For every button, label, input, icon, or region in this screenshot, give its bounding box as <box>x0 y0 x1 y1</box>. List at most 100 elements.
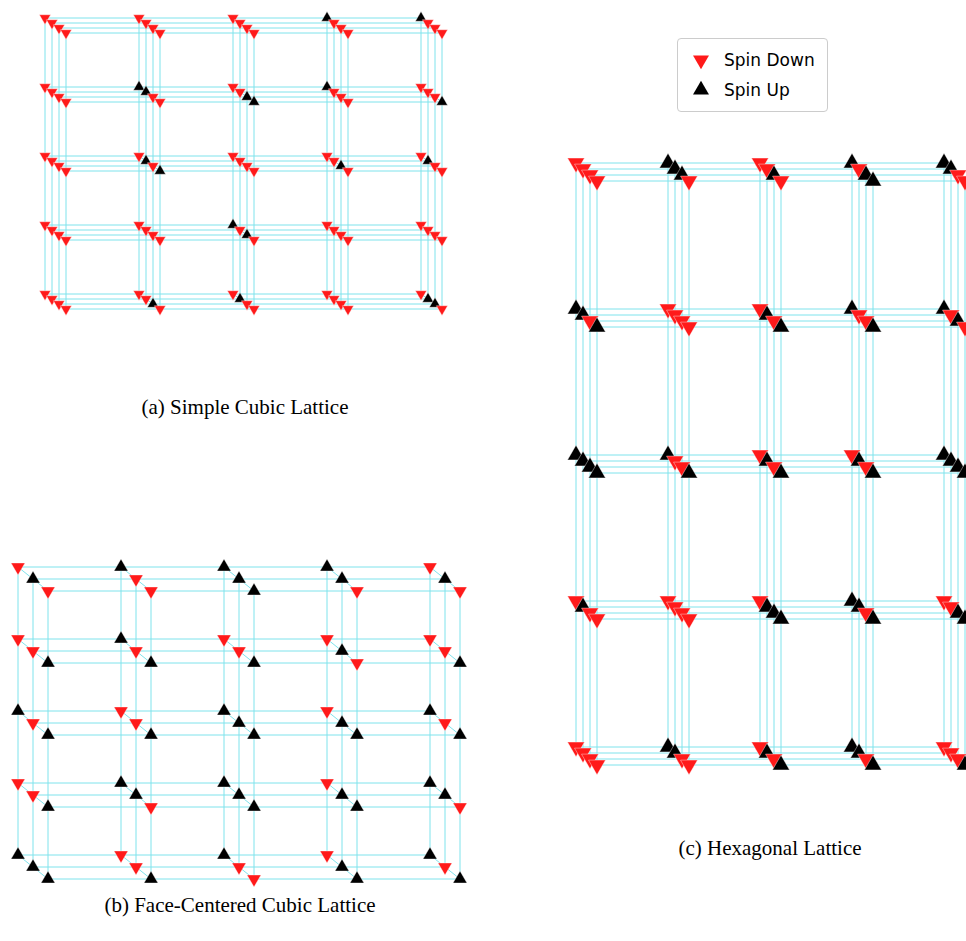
spin-down-marker <box>436 306 447 316</box>
spin-down-marker <box>154 306 165 316</box>
spin-up-marker <box>144 655 158 667</box>
subfigure-caption: (a) Simple Cubic Lattice <box>141 395 348 420</box>
lattice-bond <box>327 783 357 807</box>
spin-up-marker <box>114 631 128 643</box>
spin-up-marker <box>957 609 966 624</box>
spin-up-marker <box>865 755 882 770</box>
spin-down-marker <box>436 30 447 40</box>
spin-down-marker <box>247 875 261 887</box>
spin-up-marker <box>773 609 790 624</box>
spin-down-marker <box>350 587 364 599</box>
spin-down-marker <box>438 719 452 731</box>
spin-down-marker <box>773 176 790 191</box>
spin-up-marker <box>232 715 246 727</box>
spin-up-marker <box>11 703 25 715</box>
spin-down-marker <box>232 863 246 875</box>
spin-up-marker <box>335 643 349 655</box>
spin-down-marker <box>11 563 25 575</box>
spin-up-marker <box>865 463 882 478</box>
spin-down-marker <box>320 779 334 791</box>
spin-up-marker <box>26 571 40 583</box>
spin-down-marker <box>129 863 143 875</box>
spin-up-marker <box>335 571 349 583</box>
spin-down-marker <box>114 707 128 719</box>
spin-up-marker <box>217 847 231 859</box>
spin-down-marker <box>60 306 71 316</box>
spin-down-marker <box>681 760 698 775</box>
spin-up-marker <box>232 787 246 799</box>
spin-up-marker <box>422 292 433 302</box>
spin-up-marker <box>350 799 364 811</box>
spin-down-marker <box>681 322 698 337</box>
lattice-bond <box>121 855 151 879</box>
lattice-bond <box>18 783 48 807</box>
spin-up-marker <box>773 463 790 478</box>
spin-down-marker <box>144 587 158 599</box>
spin-down-marker <box>11 635 25 647</box>
spin-down-marker <box>232 647 246 659</box>
spin-down-marker <box>589 176 606 191</box>
spin-up-marker <box>144 727 158 739</box>
spin-up-marker <box>241 90 252 100</box>
spin-up-marker <box>453 871 467 883</box>
spin-down-marker <box>438 647 452 659</box>
spin-up-marker <box>232 571 246 583</box>
legend-entry: Spin Down <box>686 45 815 75</box>
spin-up-marker <box>589 317 606 332</box>
spin-down-marker <box>248 30 259 40</box>
spin-down-marker <box>26 719 40 731</box>
lattice-bond <box>327 711 357 735</box>
spin-down-marker <box>320 851 334 863</box>
spin-up-marker <box>438 787 452 799</box>
spin-down-marker <box>589 614 606 629</box>
spin-down-marker <box>320 635 334 647</box>
spin-down-marker <box>438 863 452 875</box>
subfigure-caption: (c) Hexagonal Lattice <box>678 836 861 861</box>
spin-up-marker <box>247 727 261 739</box>
spin-up-marker <box>423 703 437 715</box>
spin-down-marker <box>436 168 447 178</box>
spin-up-marker <box>865 171 882 186</box>
spin-up-marker <box>144 871 158 883</box>
spin-up-marker <box>247 799 261 811</box>
spin-down-marker <box>453 803 467 815</box>
spin-up-marker <box>41 871 55 883</box>
lattice-bond <box>121 711 151 735</box>
spin-down-marker <box>350 659 364 671</box>
spin-up-marker <box>681 463 698 478</box>
lattice-bond <box>224 639 254 663</box>
spin-down-marker <box>342 237 353 247</box>
spin-up-marker <box>41 727 55 739</box>
spin-up-marker <box>350 727 364 739</box>
spin-down-marker <box>129 719 143 731</box>
spin-up-marker <box>335 859 349 871</box>
legend-swatch <box>686 79 716 101</box>
spin-up-marker <box>423 847 437 859</box>
spin-up-marker <box>320 559 334 571</box>
spin-up-marker <box>865 317 882 332</box>
legend-label: Spin Down <box>724 50 815 70</box>
legend-marker <box>693 81 709 95</box>
spin-down-marker <box>248 168 259 178</box>
legend-box: Spin DownSpin Up <box>677 38 828 112</box>
spin-up-marker <box>154 164 165 174</box>
spin-up-marker <box>11 847 25 859</box>
fcc-lattice <box>11 559 467 887</box>
lattice-bond <box>18 639 48 663</box>
legend-swatch <box>686 49 716 71</box>
spin-down-marker <box>26 791 40 803</box>
spin-up-marker <box>335 715 349 727</box>
spin-up-marker <box>247 655 261 667</box>
spin-down-marker <box>423 635 437 647</box>
spin-down-marker <box>114 851 128 863</box>
spin-down-marker <box>129 647 143 659</box>
spin-down-marker <box>342 99 353 109</box>
spin-up-marker <box>453 655 467 667</box>
spin-down-marker <box>681 176 698 191</box>
spin-down-marker <box>342 168 353 178</box>
spin-up-marker <box>114 775 128 787</box>
spin-up-marker <box>438 571 452 583</box>
spin-down-marker <box>60 99 71 109</box>
spin-up-marker <box>217 559 231 571</box>
spin-down-marker <box>342 30 353 40</box>
